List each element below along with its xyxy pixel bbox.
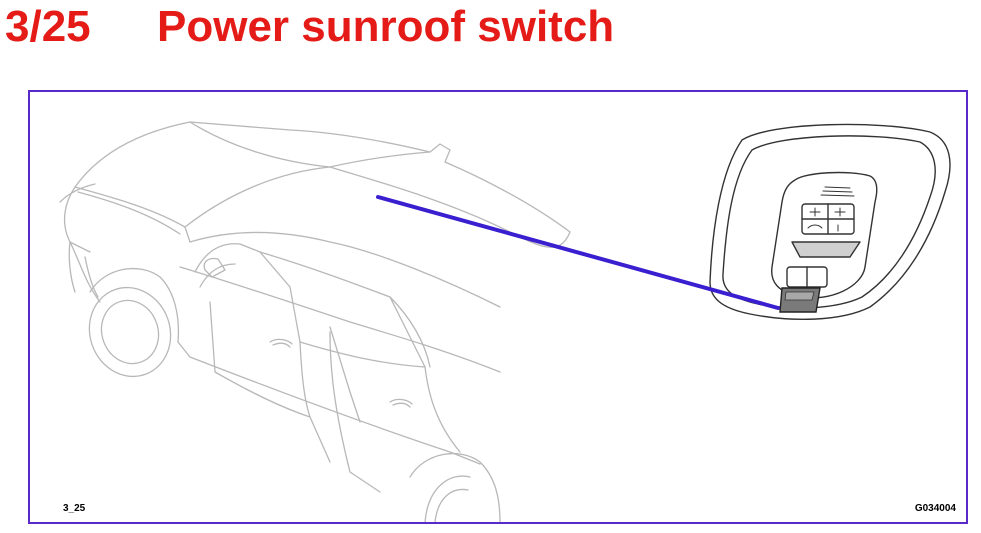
car-outline-icon (59, 121, 571, 522)
figure-frame: 3_25 G034004 (28, 90, 968, 524)
sunroof-switch-icon (779, 287, 821, 313)
page-header: 3/25 Power sunroof switch (0, 0, 981, 60)
figure-code-right: G034004 (914, 503, 956, 514)
section-number: 3/25 (5, 2, 91, 51)
page-title: Power sunroof switch (157, 2, 615, 51)
pointer-line-icon (376, 195, 780, 310)
figure-code-left: 3_25 (63, 503, 86, 514)
overhead-console-icon (709, 123, 951, 321)
figure-drawing (59, 121, 951, 522)
